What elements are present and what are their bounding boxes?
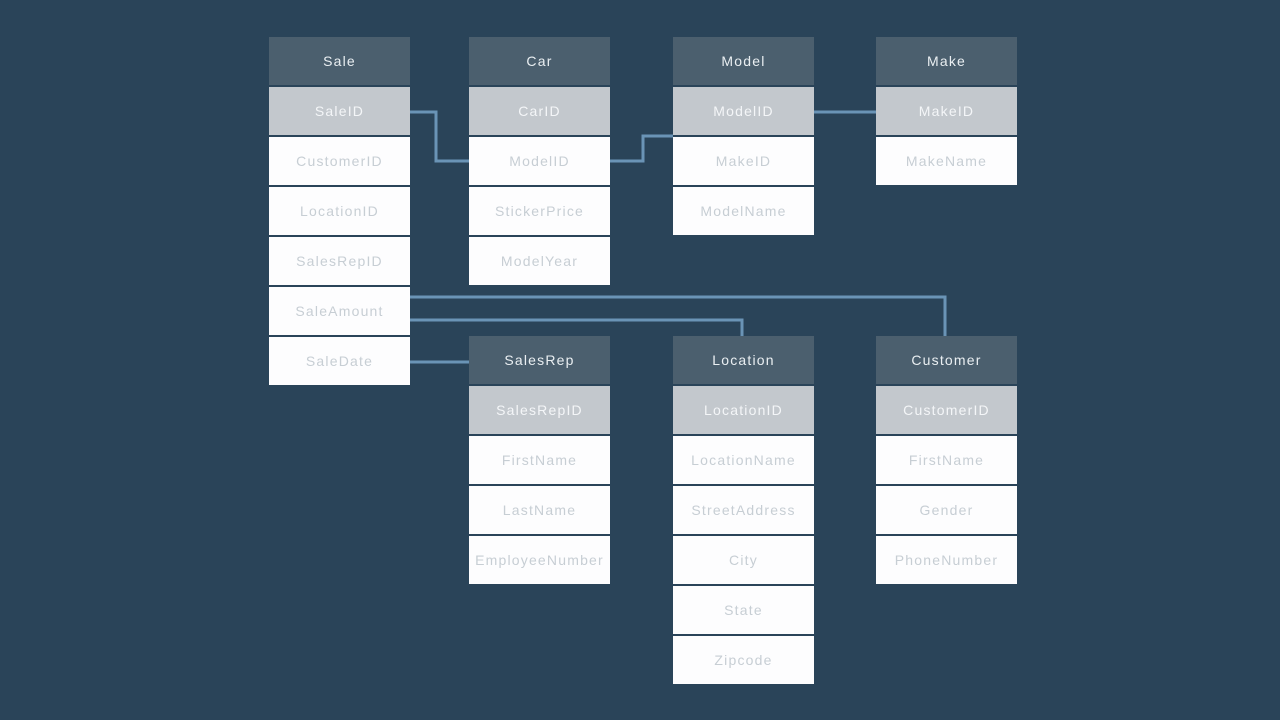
table-customer-field-customerid-pk: CustomerID: [876, 386, 1017, 434]
table-location-field-locationid-pk: LocationID: [673, 386, 814, 434]
table-sale-field-saledate: SaleDate: [269, 337, 410, 385]
connector-sale-to-customer: [410, 295, 947, 336]
table-make-field-makename: MakeName: [876, 137, 1017, 185]
table-location-field-streetaddress: StreetAddress: [673, 486, 814, 534]
table-salesrep-field-employeenumber: EmployeeNumber: [469, 536, 610, 584]
table-customer-field-firstname: FirstName: [876, 436, 1017, 484]
table-salesrep-field-firstname: FirstName: [469, 436, 610, 484]
table-salesrep-title: SalesRep: [469, 336, 610, 384]
table-sale-field-locationid: LocationID: [269, 187, 410, 235]
connector-car-modelid-to-model: [610, 134, 673, 163]
table-sale-title: Sale: [269, 37, 410, 85]
table-model-title: Model: [673, 37, 814, 85]
table-location-title: Location: [673, 336, 814, 384]
connector-sale-saleid-to-car: [410, 110, 469, 163]
table-sale-field-customerid: CustomerID: [269, 137, 410, 185]
table-customer-field-phonenumber: PhoneNumber: [876, 536, 1017, 584]
table-car-title: Car: [469, 37, 610, 85]
table-sale-field-salesrepid: SalesRepID: [269, 237, 410, 285]
table-sale-field-saleamount: SaleAmount: [269, 287, 410, 335]
table-make-field-makeid-pk: MakeID: [876, 87, 1017, 135]
table-location-field-city: City: [673, 536, 814, 584]
table-car-field-modelid: ModelID: [469, 137, 610, 185]
table-customer-title: Customer: [876, 336, 1017, 384]
table-model-field-modelname: ModelName: [673, 187, 814, 235]
table-car-field-modelyear: ModelYear: [469, 237, 610, 285]
table-make-title: Make: [876, 37, 1017, 85]
table-customer-field-gender: Gender: [876, 486, 1017, 534]
table-car-field-carid-pk: CarID: [469, 87, 610, 135]
table-location-field-locationname: LocationName: [673, 436, 814, 484]
table-model-field-makeid: MakeID: [673, 137, 814, 185]
table-location-field-state: State: [673, 586, 814, 634]
table-model-field-modelid-pk: ModelID: [673, 87, 814, 135]
table-car-field-stickerprice: StickerPrice: [469, 187, 610, 235]
table-location-field-zipcode: Zipcode: [673, 636, 814, 684]
table-salesrep-field-lastname: LastName: [469, 486, 610, 534]
connector-sale-to-location: [410, 318, 744, 336]
table-salesrep-field-salesrepid-pk: SalesRepID: [469, 386, 610, 434]
table-sale-field-saleid-pk: SaleID: [269, 87, 410, 135]
